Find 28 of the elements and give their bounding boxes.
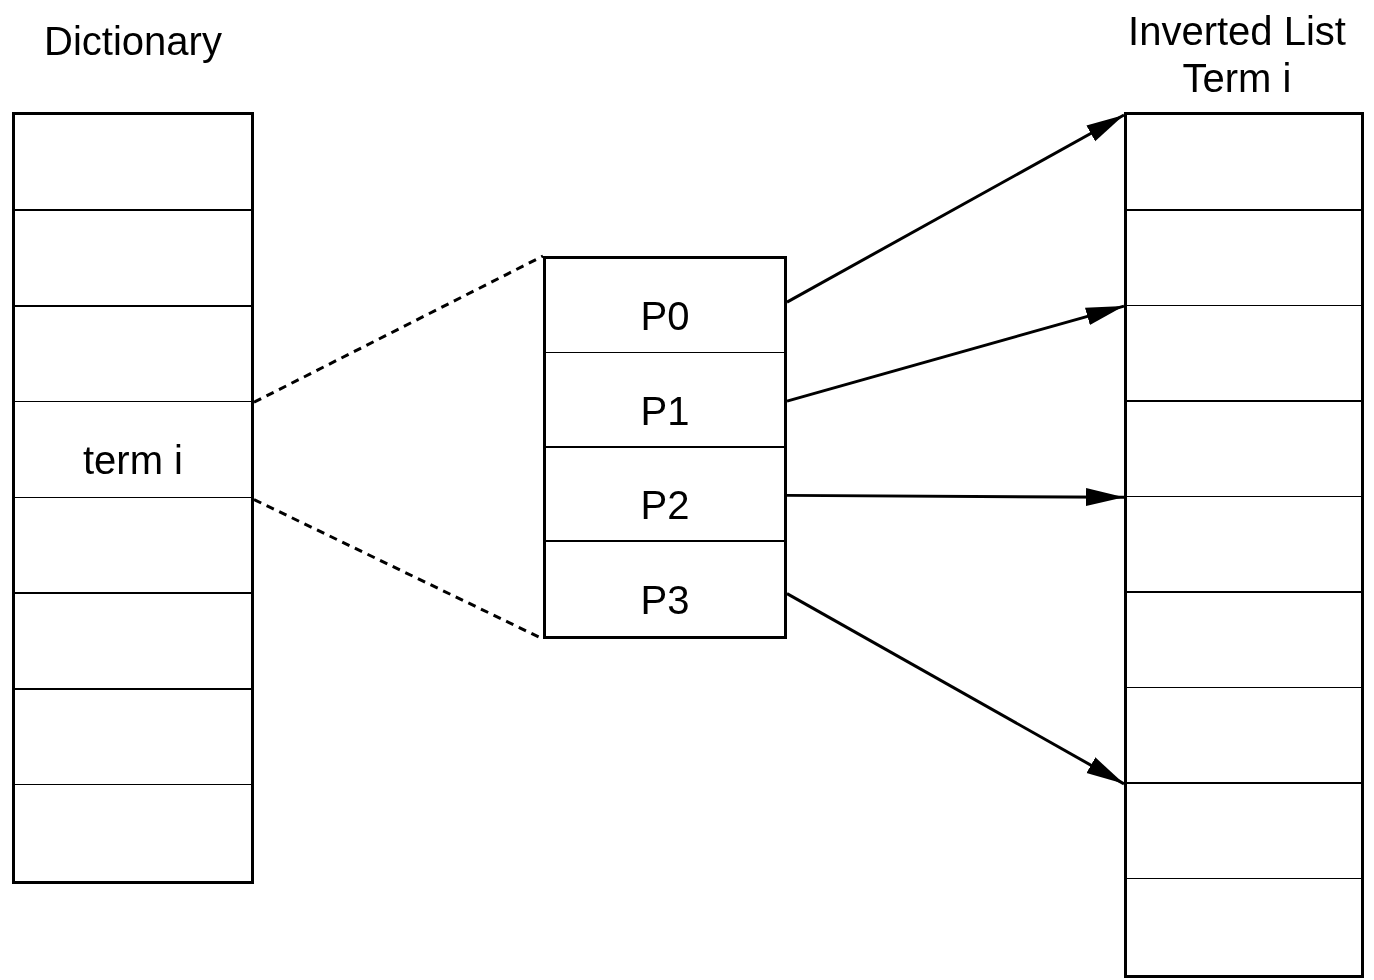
table-cell xyxy=(12,498,254,596)
pointer-block xyxy=(543,256,787,639)
table-cell xyxy=(1124,688,1364,786)
column-heading: Dictionary xyxy=(43,18,223,65)
table-cell xyxy=(12,306,254,404)
dashed-line xyxy=(253,254,544,404)
table-cell xyxy=(1124,401,1364,499)
table-cell xyxy=(12,210,254,308)
arrow xyxy=(786,113,1125,304)
cell-label: P1 xyxy=(640,387,690,434)
arrow xyxy=(787,488,1124,506)
table-cell xyxy=(1124,497,1364,595)
table-cell xyxy=(12,593,254,691)
table-cell xyxy=(1124,306,1364,404)
table-cell xyxy=(12,402,254,500)
cell-label: P2 xyxy=(640,481,690,528)
cell-label: P3 xyxy=(640,576,690,623)
cell-label: term i xyxy=(83,437,183,484)
table-cell xyxy=(543,353,787,449)
table-cell xyxy=(1124,592,1364,690)
column-heading: Inverted List Term i xyxy=(1127,8,1347,102)
table-cell xyxy=(543,447,787,544)
cell-label: P0 xyxy=(640,293,690,340)
arrow xyxy=(786,304,1125,403)
table-cell xyxy=(1124,210,1364,308)
arrow xyxy=(786,592,1125,786)
table-cell xyxy=(12,689,254,787)
table-cell xyxy=(1124,783,1364,881)
